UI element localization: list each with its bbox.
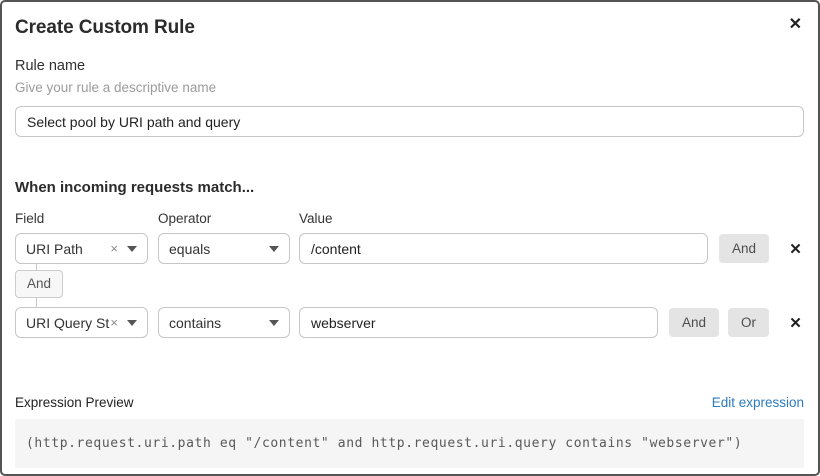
- expression-code: (http.request.uri.path eq "/content" and…: [15, 419, 804, 468]
- clear-selection-icon[interactable]: ×: [110, 241, 118, 256]
- value-input-row2[interactable]: [299, 307, 658, 338]
- matcher-heading: When incoming requests match...: [15, 179, 255, 196]
- clear-selection-icon[interactable]: ×: [110, 315, 118, 330]
- and-button-row1[interactable]: And: [718, 234, 769, 263]
- chevron-down-icon: [269, 319, 279, 326]
- expression-header: Expression Preview Edit expression: [15, 394, 804, 411]
- value-column-label: Value: [299, 211, 333, 226]
- expression-preview-label: Expression Preview: [15, 395, 134, 410]
- field-select-row2[interactable]: URI Query St... ×: [15, 307, 148, 338]
- matcher-column-labels: Field Operator Value: [15, 211, 804, 227]
- and-button-row2[interactable]: And: [668, 308, 719, 337]
- page-title: Create Custom Rule: [15, 17, 195, 38]
- chevron-down-icon: [127, 245, 137, 252]
- rule-name-hint: Give your rule a descriptive name: [15, 80, 217, 95]
- dialog-header: Create Custom Rule ✕: [15, 15, 804, 41]
- match-row-1: URI Path × equals And ✕: [15, 233, 804, 264]
- value-input-row1[interactable]: [299, 233, 708, 264]
- operator-column-label: Operator: [158, 211, 212, 226]
- operator-select-row1[interactable]: equals: [158, 233, 290, 264]
- expression-preview-section: Expression Preview Edit expression (http…: [15, 394, 804, 468]
- close-icon[interactable]: ✕: [788, 16, 802, 33]
- field-select-row1[interactable]: URI Path ×: [15, 233, 148, 264]
- rule-name-input[interactable]: [15, 106, 804, 137]
- chevron-down-icon: [127, 319, 137, 326]
- field-column-label: Field: [15, 211, 45, 226]
- rule-name-label: Rule name: [15, 58, 86, 74]
- operator-select-value: equals: [169, 240, 211, 257]
- operator-select-row2[interactable]: contains: [158, 307, 290, 338]
- and-connector-pill: And: [15, 270, 64, 298]
- delete-row-icon[interactable]: ✕: [789, 240, 802, 258]
- field-select-value: URI Path: [26, 240, 83, 257]
- or-button-row2[interactable]: Or: [728, 308, 769, 337]
- field-select-value: URI Query St...: [26, 314, 110, 331]
- rule-name-section: Rule name Give your rule a descriptive n…: [15, 58, 804, 137]
- and-connector: And: [15, 263, 804, 307]
- edit-expression-link[interactable]: Edit expression: [711, 395, 804, 410]
- match-row-2: URI Query St... × contains And Or ✕: [15, 307, 804, 338]
- operator-select-value: contains: [169, 314, 222, 331]
- delete-row-icon[interactable]: ✕: [789, 314, 802, 332]
- chevron-down-icon: [269, 245, 279, 252]
